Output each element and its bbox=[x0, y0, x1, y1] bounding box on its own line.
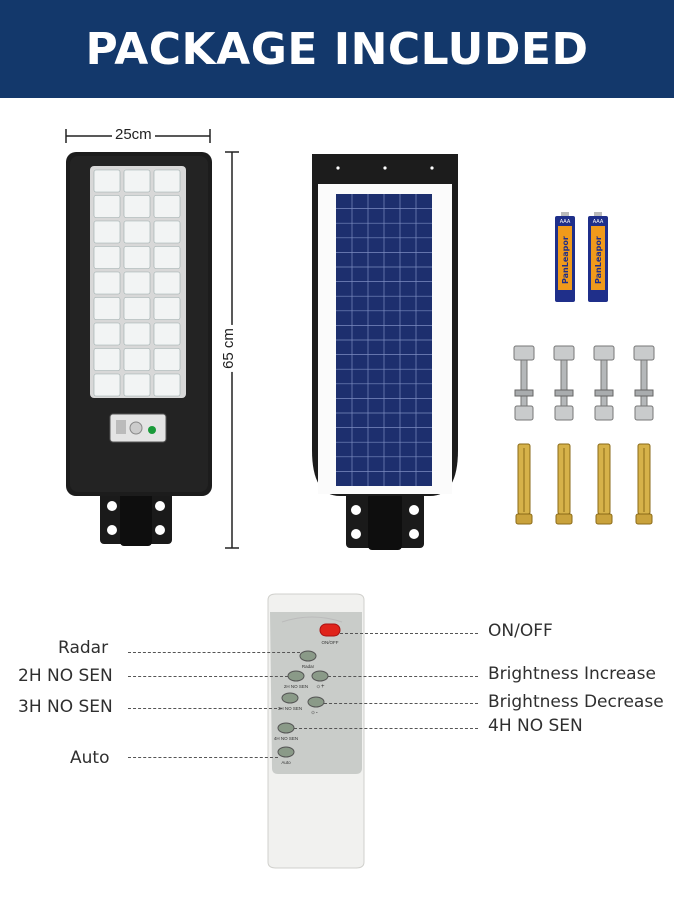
led-module bbox=[153, 169, 181, 193]
battery-size-right: AAA bbox=[593, 219, 604, 225]
height-label: 65 cm bbox=[219, 325, 237, 372]
bolt bbox=[633, 345, 655, 421]
led-module bbox=[93, 348, 121, 371]
remote-brightness-down-symbol: ☼- bbox=[310, 710, 318, 716]
led-module bbox=[93, 297, 121, 320]
callout-radar: Radar bbox=[58, 638, 109, 658]
led-module bbox=[93, 271, 121, 295]
led-module bbox=[93, 169, 121, 193]
led-module bbox=[123, 220, 151, 244]
leader-brightness-increase bbox=[328, 676, 478, 677]
led-module bbox=[123, 271, 151, 295]
callout-2h: 2H NO SEN bbox=[18, 666, 113, 686]
leader-2h bbox=[128, 676, 288, 677]
header-banner: PACKAGE INCLUDED bbox=[0, 0, 674, 98]
led-module bbox=[123, 195, 151, 218]
callout-onoff: ON/OFF bbox=[488, 621, 553, 641]
wall-anchor bbox=[595, 443, 613, 525]
led-module bbox=[123, 169, 151, 193]
battery-brand-right: PanLeapor bbox=[594, 236, 603, 284]
battery-right: AAA PanLeapor bbox=[588, 212, 608, 302]
led-module bbox=[93, 220, 121, 244]
led-module bbox=[93, 195, 121, 218]
remote-2h-text: 2H NO SEN bbox=[284, 684, 308, 689]
remote-4h-text: 4H NO SEN bbox=[274, 736, 298, 741]
leader-brightness-decrease bbox=[324, 703, 478, 704]
callout-brightness-increase: Brightness Increase bbox=[488, 664, 656, 684]
callout-brightness-decrease: Brightness Decrease bbox=[488, 692, 664, 712]
street-light-back-solar bbox=[312, 154, 458, 550]
led-module bbox=[153, 220, 181, 244]
callout-4h: 4H NO SEN bbox=[488, 716, 583, 736]
led-module bbox=[123, 373, 151, 397]
remote-radar-text: Radar bbox=[302, 664, 315, 669]
led-module bbox=[123, 297, 151, 320]
wall-anchor bbox=[555, 443, 573, 525]
leader-3h bbox=[128, 708, 282, 709]
leader-4h bbox=[294, 728, 478, 729]
remote-onoff-text: ON/OFF bbox=[322, 640, 339, 645]
callout-3h: 3H NO SEN bbox=[18, 697, 113, 717]
bolt bbox=[593, 345, 615, 421]
leader-auto bbox=[128, 757, 278, 758]
remote-auto-text: Auto bbox=[281, 760, 291, 765]
led-module bbox=[153, 246, 181, 269]
width-label: 25cm bbox=[112, 126, 155, 143]
page-title: PACKAGE INCLUDED bbox=[85, 23, 589, 75]
screws-and-anchors bbox=[513, 345, 655, 525]
led-module bbox=[93, 322, 121, 346]
led-module bbox=[153, 348, 181, 371]
callout-auto: Auto bbox=[70, 748, 110, 768]
led-module bbox=[93, 246, 121, 269]
remote-control: ON/OFF Radar 2H NO SEN ☼+ 3H NO SEN ☼- 4… bbox=[267, 593, 365, 869]
street-light-front bbox=[66, 152, 212, 546]
led-module bbox=[153, 195, 181, 218]
leader-radar bbox=[128, 652, 300, 653]
battery-left: AAA PanLeapor bbox=[555, 212, 575, 302]
led-module bbox=[93, 373, 121, 397]
led-module bbox=[153, 271, 181, 295]
led-module bbox=[153, 322, 181, 346]
leader-onoff bbox=[340, 633, 478, 634]
led-module bbox=[123, 246, 151, 269]
led-module bbox=[123, 322, 151, 346]
wall-anchor bbox=[515, 443, 533, 525]
bolt bbox=[553, 345, 575, 421]
battery-brand-left: PanLeapor bbox=[561, 236, 570, 284]
led-module bbox=[153, 373, 181, 397]
remote-3h-text: 3H NO SEN bbox=[278, 706, 302, 711]
battery-size-left: AAA bbox=[560, 219, 571, 225]
remote-brightness-up-symbol: ☼+ bbox=[315, 684, 324, 690]
wall-anchor bbox=[635, 443, 653, 525]
bolt bbox=[513, 345, 535, 421]
led-module bbox=[123, 348, 151, 371]
led-module bbox=[153, 297, 181, 320]
